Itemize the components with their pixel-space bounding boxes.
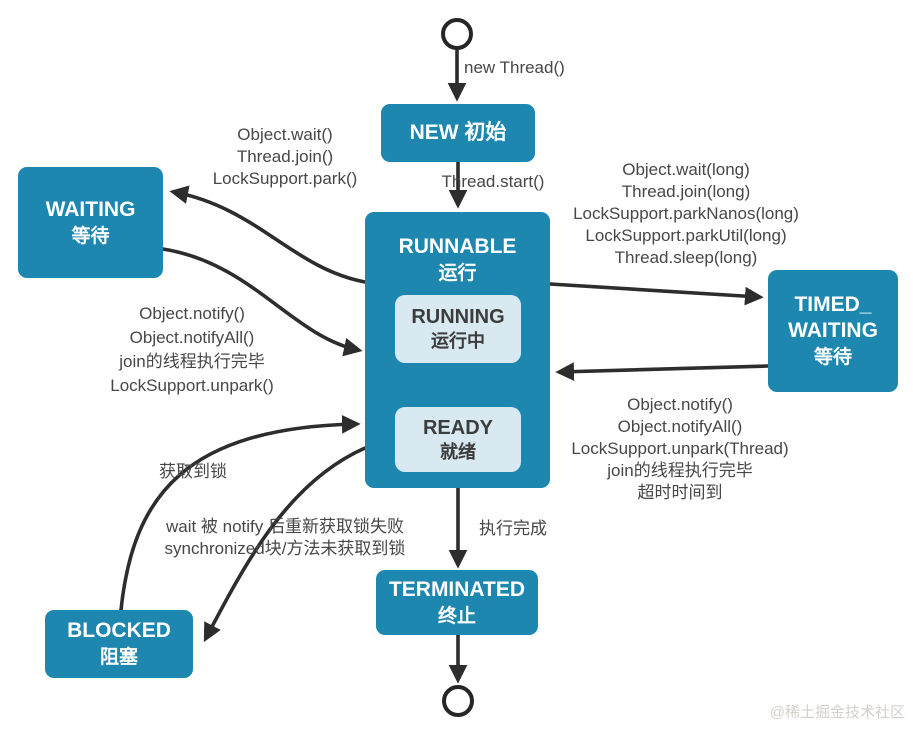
state-blocked-label-zh: 阻塞 xyxy=(99,647,138,669)
label-blocked-to-runnable: 获取到锁 xyxy=(159,462,227,481)
edge-blocked-to-runnable xyxy=(119,414,361,612)
state-timed-waiting-label-en1: TIMED_ xyxy=(794,292,872,316)
state-waiting-label-en: WAITING xyxy=(45,197,136,221)
label-waiting-to-runnable: Object.notify() Object.notifyAll() join的… xyxy=(110,304,274,395)
label-runnable-to-timed-waiting: Object.wait(long) Thread.join(long) Lock… xyxy=(573,160,799,267)
end-node xyxy=(442,685,474,717)
label-runnable-to-terminated: 执行完成 xyxy=(479,519,547,538)
state-running: RUNNING 运行中 xyxy=(395,295,521,363)
state-runnable-label-zh: 运行 xyxy=(438,263,477,285)
state-blocked-label-en: BLOCKED xyxy=(67,619,171,642)
watermark: @稀土掘金技术社区 xyxy=(769,704,905,721)
state-waiting: WAITING 等待 xyxy=(18,167,163,278)
state-new-label: NEW 初始 xyxy=(409,120,507,144)
label-timed-waiting-to-runnable: Object.notify() Object.notifyAll() LockS… xyxy=(571,395,789,502)
state-ready: READY 就绪 xyxy=(395,407,521,472)
state-waiting-label-zh: 等待 xyxy=(71,225,110,247)
state-timed-waiting-label-zh: 等待 xyxy=(813,347,852,369)
label-new-thread: new Thread() xyxy=(464,58,565,77)
state-terminated-label-zh: 终止 xyxy=(437,605,476,627)
edge-waiting-to-runnable xyxy=(161,247,363,357)
state-blocked: BLOCKED 阻塞 xyxy=(45,610,193,678)
label-runnable-to-waiting: Object.wait() Thread.join() LockSupport.… xyxy=(212,125,358,188)
state-terminated: TERMINATED 终止 xyxy=(376,570,538,635)
edge-runnable-to-timed-waiting xyxy=(548,282,764,306)
state-terminated-label-en: TERMINATED xyxy=(388,577,526,601)
state-new: NEW 初始 xyxy=(381,104,535,162)
state-ready-label-zh: 就绪 xyxy=(440,441,476,462)
label-thread-start: Thread.start() xyxy=(441,172,545,191)
edge-runnable-to-blocked xyxy=(203,446,367,643)
state-running-label-zh: 运行中 xyxy=(431,331,485,352)
state-ready-label-en: READY xyxy=(422,416,493,439)
edge-runnable-to-waiting xyxy=(169,185,367,284)
label-runnable-to-blocked: wait 被 notify 后重新获取锁失败 synchronized块/方法未… xyxy=(164,517,406,558)
state-timed-waiting-label-en2: WAITING xyxy=(788,319,878,343)
state-running-label-en: RUNNING xyxy=(411,306,505,329)
state-timed-waiting: TIMED_ WAITING 等待 xyxy=(768,270,898,392)
edge-timed-waiting-to-runnable xyxy=(555,362,770,381)
start-node xyxy=(441,18,473,50)
state-runnable-label-en: RUNNABLE xyxy=(398,235,517,258)
